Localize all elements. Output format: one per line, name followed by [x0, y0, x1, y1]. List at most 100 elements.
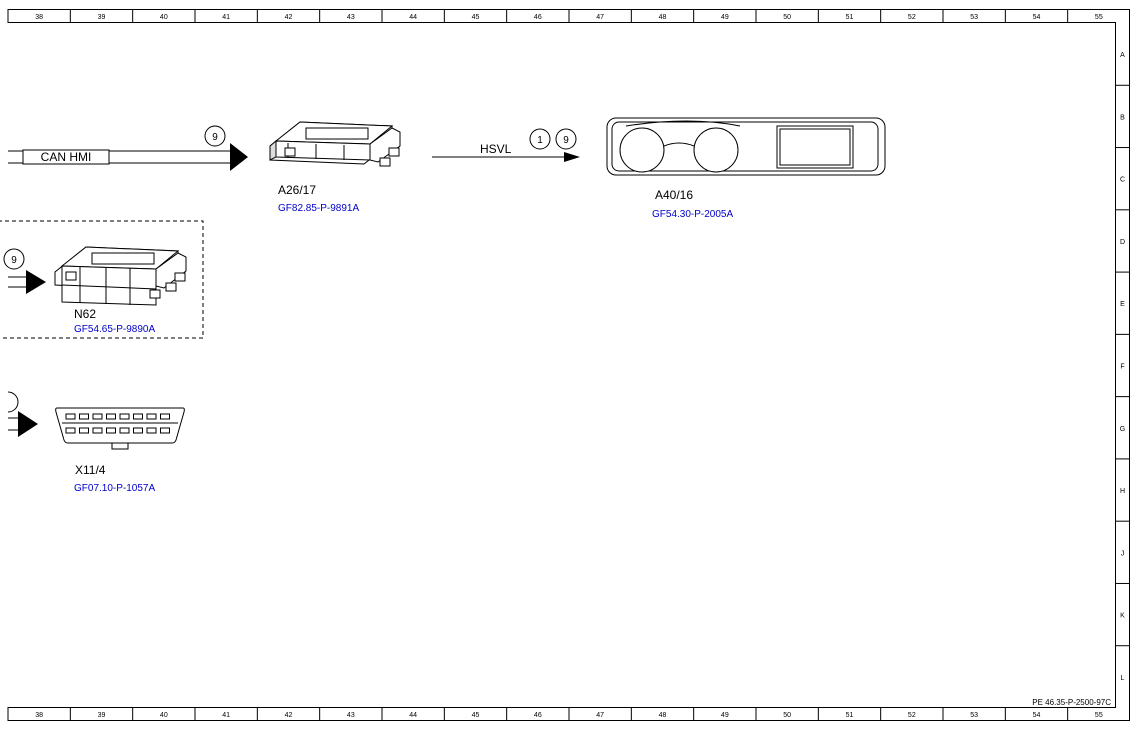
x11-4-pin — [146, 427, 157, 434]
side-row-label: H — [1120, 488, 1125, 495]
x11-4-pin — [160, 413, 170, 420]
x11-4-pin — [79, 427, 89, 434]
x11-4-pin-rows — [62, 413, 178, 434]
bottom-column-label: 44 — [409, 712, 417, 719]
a26-17-control-unit-icon — [269, 121, 401, 167]
a40-16-reference-link[interactable]: GF54.30-P-2005A — [652, 209, 733, 220]
bottom-column-label: 43 — [347, 712, 355, 719]
side-row-label: C — [1120, 177, 1125, 184]
x11-4-label: X11/4 — [75, 463, 106, 477]
hsvl-label: HSVL — [480, 142, 512, 156]
side-row-label: L — [1121, 675, 1125, 682]
bottom-column-label: 40 — [160, 712, 168, 719]
top-column-label: 45 — [472, 14, 480, 21]
side-row-label: G — [1120, 426, 1125, 433]
top-column-label: 55 — [1095, 14, 1103, 21]
x11-4-pin — [92, 427, 103, 434]
a26-17-label: A26/17 — [278, 183, 316, 197]
a26-17-reference-link[interactable]: GF82.85-P-9891A — [278, 203, 359, 214]
top-column-label: 41 — [222, 14, 230, 21]
bottom-column-label: 53 — [970, 712, 978, 719]
side-row-label: D — [1120, 239, 1125, 246]
bottom-column-label: 48 — [659, 712, 667, 719]
top-column-label: 43 — [347, 14, 355, 21]
bottom-column-label: 50 — [783, 712, 791, 719]
svg-text:GF07.10-P-1057A: GF07.10-P-1057A — [74, 483, 155, 494]
can-hmi-marker-bubble — [204, 125, 226, 147]
svg-text:GF54.30-P-2005A: GF54.30-P-2005A — [652, 209, 733, 220]
x11-4-pin — [65, 427, 76, 434]
can-hmi-bus: CAN HMI 9 — [8, 125, 248, 171]
top-column-label: 46 — [534, 14, 542, 21]
x11-4-pin — [65, 413, 76, 420]
bottom-column-label: 38 — [35, 712, 43, 719]
side-row-label: E — [1120, 301, 1125, 308]
top-column-label: 49 — [721, 14, 729, 21]
hsvl-marker-1-bubble — [529, 128, 551, 150]
bottom-column-label: 54 — [1033, 712, 1041, 719]
a40-16-display-unit-icon — [606, 117, 886, 176]
top-column-label: 52 — [908, 14, 916, 21]
n62-marker-bubble — [3, 248, 25, 270]
top-column-label: 39 — [98, 14, 106, 21]
bottom-column-label: 47 — [596, 712, 604, 719]
x11-4-pin — [119, 413, 130, 420]
top-column-label: 50 — [783, 14, 791, 21]
bottom-column-label: 42 — [285, 712, 293, 719]
side-row-label: J — [1121, 550, 1125, 557]
bottom-column-label: 51 — [846, 712, 854, 719]
bottom-column-label: 39 — [98, 712, 106, 719]
can-hmi-label-box — [22, 149, 110, 165]
n62-control-unit-icon — [54, 246, 187, 306]
top-column-label: 47 — [596, 14, 604, 21]
x11-4-pin — [79, 413, 89, 420]
n62-reference-link[interactable]: GF54.65-P-9890A — [74, 324, 155, 335]
side-row-label: K — [1120, 613, 1125, 620]
hsvl-marker-2-bubble — [555, 128, 577, 150]
x11-4-pin — [160, 427, 170, 434]
x11-4-pin — [92, 413, 103, 420]
svg-text:GF54.65-P-9890A: GF54.65-P-9890A — [74, 324, 155, 335]
hsvl-marker-2: 9 — [563, 135, 569, 146]
bottom-column-ruler: 38 39 40 41 42 43 44 45 46 47 48 49 50 51 52 53 54 55 — [7, 707, 1103, 721]
svg-text:GF82.85-P-9891A: GF82.85-P-9891A — [278, 203, 359, 214]
x11-4-pin — [133, 427, 143, 434]
bottom-column-label: 45 — [472, 712, 480, 719]
top-column-label: 40 — [160, 14, 168, 21]
can-hmi-label: CAN HMI — [41, 150, 92, 164]
bottom-column-label: 49 — [721, 712, 729, 719]
bottom-column-label: 52 — [908, 712, 916, 719]
bottom-column-label: 46 — [534, 712, 542, 719]
n62-label: N62 — [74, 307, 96, 321]
drawing-id: PE 46.35-P-2500-97C — [1032, 698, 1111, 707]
top-column-label: 44 — [409, 14, 417, 21]
top-column-label: 53 — [970, 14, 978, 21]
x11-4-pin — [106, 427, 116, 434]
a40-16-label: A40/16 — [655, 188, 693, 202]
side-row-label: B — [1120, 114, 1125, 121]
side-row-ruler: A B C D E F G H J K L — [1115, 52, 1130, 682]
x11-4-pin — [146, 413, 157, 420]
x11-4-pin — [133, 413, 143, 420]
top-column-label: 48 — [659, 14, 667, 21]
bottom-column-label: 55 — [1095, 712, 1103, 719]
x11-4-pin — [106, 413, 116, 420]
x11-4-reference-link[interactable]: GF07.10-P-1057A — [74, 483, 155, 494]
side-row-label: F — [1120, 364, 1124, 371]
hsvl-connection: HSVL 1 9 — [432, 128, 580, 162]
side-row-label: A — [1120, 52, 1125, 59]
x11-4-pin — [119, 427, 130, 434]
can-hmi-marker-number: 9 — [212, 132, 218, 143]
top-column-label: 51 — [846, 14, 854, 21]
n62-input-bus: 9 — [3, 248, 46, 294]
top-column-ruler: 38 39 40 41 42 43 44 45 46 47 48 49 50 51 52 53 54 55 — [7, 9, 1103, 23]
n62-marker-number: 9 — [11, 255, 17, 266]
hsvl-marker-1: 1 — [537, 135, 543, 146]
top-column-label: 42 — [285, 14, 293, 21]
sheet-frame — [8, 9, 1130, 721]
x11-4-input-bus — [7, 391, 38, 437]
top-column-label: 54 — [1033, 14, 1041, 21]
bottom-column-label: 41 — [222, 712, 230, 719]
top-column-label: 38 — [35, 14, 43, 21]
